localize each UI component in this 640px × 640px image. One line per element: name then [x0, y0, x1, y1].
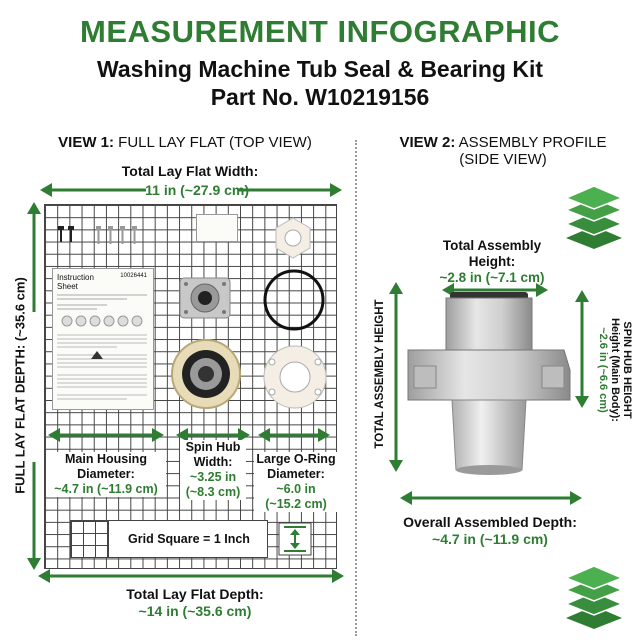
screws-icon — [58, 226, 137, 244]
product-title: Washing Machine Tub Seal & Bearing Kit — [97, 56, 543, 82]
main-housing-label: Main Housing Diameter: ~4.7 in (~11.9 cm… — [46, 452, 166, 497]
lay-flat-width-number: ~11 in (~27.9 cm) — [136, 182, 250, 198]
layers-stack-icon — [564, 186, 624, 249]
height-measure-icon — [278, 522, 312, 556]
o-ring-label: Large O-Ring Diameter: ~6.0 in (~15.2 cm… — [254, 452, 338, 512]
top-gasket-image — [275, 217, 311, 259]
instruction-sheet-number: 10026441 — [120, 273, 147, 279]
component-dimension-arrows — [48, 428, 330, 442]
spin-hub-height-label: SPIN HUB HEIGHT Height (Main Body): ~2.6… — [597, 318, 633, 422]
view2-heading: VIEW 2: ASSEMBLY PROFILE (SIDE VIEW) — [399, 134, 607, 168]
bearing-top-image — [179, 277, 231, 319]
part-number: Part No. W10219156 — [210, 84, 430, 110]
o-ring-image — [263, 269, 325, 331]
view1-heading: VIEW 1: FULL LAY FLAT (TOP VIEW) — [30, 134, 340, 151]
large-gasket-image — [263, 345, 327, 409]
width-arrow — [40, 181, 342, 199]
assembled-depth-arrow — [400, 491, 582, 505]
view1-heading-rest: FULL LAY FLAT (TOP VIEW) — [114, 134, 312, 151]
grid-legend-swatch — [71, 521, 109, 557]
depth-side-label: FULL LAY FLAT DEPTH: (~35.6 cm) — [12, 277, 28, 494]
lay-flat-width-label: Total Lay Flat Width: — [60, 163, 320, 180]
grid-legend-text: Grid Square = 1 Inch — [128, 532, 250, 546]
view1-heading-bold: VIEW 1: — [58, 134, 114, 151]
lay-flat-depth-label: Total Lay Flat Depth: ~14 in (~35.6 cm) — [126, 586, 264, 619]
spin-hub-height-arrow — [575, 290, 589, 408]
layers-stack-icon-bottom — [564, 566, 624, 629]
main-housing-image — [171, 339, 241, 409]
lay-flat-width-value: ~11 in (~27.9 cm) — [60, 182, 326, 199]
spin-hub-label: Spin Hub Width: ~3.25 in (~8.3 cm) — [180, 440, 246, 500]
assembly-height-label: Total Assembly Height: ~2.8 in (~7.1 cm) — [439, 238, 545, 286]
depth-side-arrow — [25, 202, 43, 570]
lay-flat-width-title: Total Lay Flat Width: — [121, 163, 259, 179]
view-divider — [355, 140, 357, 636]
warning-card — [196, 214, 238, 242]
assembled-depth-label: Overall Assembled Depth: ~4.7 in (~11.9 … — [403, 514, 577, 547]
total-height-arrow — [389, 282, 403, 472]
grid-legend: Grid Square = 1 Inch — [70, 520, 268, 558]
assembly-side-image — [407, 292, 571, 475]
page-title: MEASUREMENT INFOGRAPHIC — [80, 14, 560, 49]
instruction-sheet: Instruction Sheet 10026441 — [52, 268, 154, 410]
instruction-sheet-title: Instruction Sheet — [57, 273, 94, 291]
depth-bottom-arrow — [38, 569, 344, 583]
total-height-side-label: TOTAL ASSEMBLY HEIGHT — [374, 299, 386, 449]
